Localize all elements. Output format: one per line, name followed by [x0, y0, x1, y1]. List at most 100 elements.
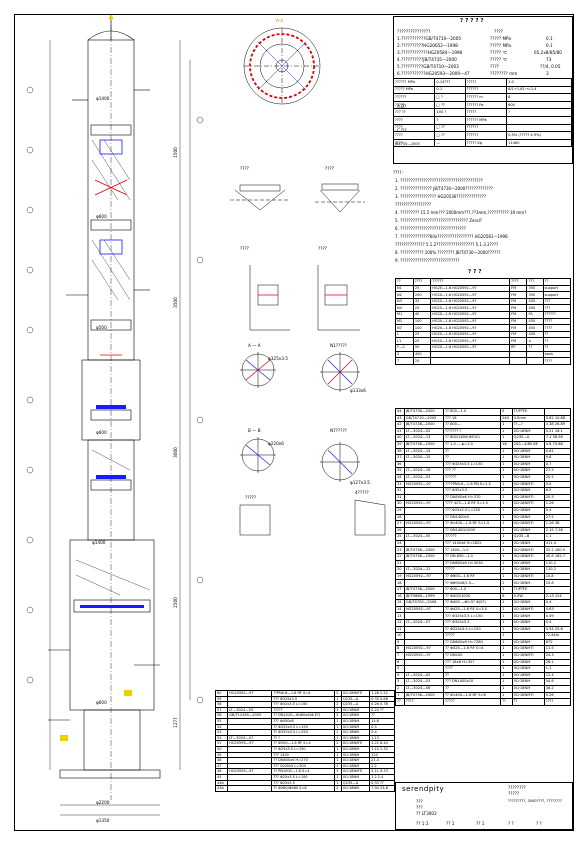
parts-right-row-cell: ??	[443, 684, 502, 693]
parts-right-row-cell: HG20592—97	[403, 500, 445, 508]
design-mid-row-cell: ??? ??	[392, 108, 436, 117]
parts-right-row-cell: 28.1	[543, 658, 572, 667]
parts-right-row-cell: LT—3024—13	[403, 434, 445, 442]
view-title-n1: N1?????	[330, 343, 347, 348]
height-dim-5: 1277	[172, 717, 178, 728]
note-line-2: 3. ????????????????? HG20536????????????…	[395, 194, 487, 199]
parts-right-row-cell: 1.26	[543, 500, 572, 508]
parts-right-row-cell: 5.5W	[511, 592, 545, 601]
parts-right-row-cell: ?? Φ600—1.6 RF	[443, 572, 502, 581]
note-line-5: 5. ???????????????????????????????? Zera…	[395, 218, 482, 223]
parts-right-row-cell: 8	[395, 645, 405, 653]
parts-left-row-cell: 43b	[214, 785, 229, 792]
parts-right-row-cell: 1	[500, 427, 513, 436]
parts-right-row-cell: 1	[500, 625, 513, 634]
nozzle-row-cell: ???	[542, 304, 572, 312]
nozzle-row-cell: HG20—1.6 HG20592—97	[430, 284, 511, 293]
parts-right-row-cell: ???? 425—1.6 RF S=1.5	[443, 500, 502, 508]
view-title-2: ????	[325, 166, 334, 171]
parts-right-row-cell: ?? Φ600x6/2.5—	[443, 579, 502, 588]
parts-right-row-cell: LT—3024—16	[403, 467, 445, 475]
parts-right-row-cell: ?? Φ325x3.5 L=150	[443, 625, 502, 634]
design-right-1-k: ????? MPa	[490, 43, 511, 48]
parts-right-row-cell: 0.63	[543, 605, 572, 614]
nozzle-row-cell: FM	[509, 304, 528, 312]
parts-right-row-cell: 1	[500, 671, 513, 680]
parts-right-row-cell: 0.4	[543, 506, 572, 515]
view-title-1: ????	[240, 166, 249, 171]
parts-right-row-cell	[403, 513, 445, 522]
nozzle-row-cell: L	[395, 330, 414, 339]
nozzle-row-cell: 40	[412, 310, 432, 319]
nozzle-row-cell: 25	[412, 330, 432, 339]
parts-right-row-cell: 110.2	[543, 566, 572, 574]
view-title-n7: N7?????	[330, 428, 347, 433]
design-mid-row-cell: ?	[506, 108, 572, 117]
parts-right-row-cell: 36	[395, 460, 405, 469]
design-mid-row-cell: ????	[392, 138, 436, 148]
nozzle-header-cell: ??	[395, 278, 414, 286]
parts-right-row-cell: 0Cr18Ni9Ti	[511, 605, 545, 614]
parts-right-row-cell: ????	[443, 665, 502, 673]
parts-right-row-cell: 1	[500, 638, 513, 647]
design-mid-row-cell: 0.5% (????? 4.9%)	[506, 131, 572, 140]
parts-right-row-cell	[543, 408, 572, 416]
height-dim-4: 2500	[172, 597, 178, 608]
design-right-2-v: 65.2x8/85/80	[534, 50, 562, 55]
nozzle-row-cell	[430, 350, 511, 359]
nozzle-row-cell: N4	[395, 304, 414, 312]
nozzle-row-cell: F—2	[395, 343, 414, 352]
parts-right-row-cell: 0Cr18Ni9Ti	[511, 546, 545, 555]
parts-right-row-cell: Q235—B	[511, 533, 545, 541]
parts-right-row-cell: 0Cr18Ni9	[511, 506, 545, 515]
nozzle-row-cell: 450	[526, 330, 544, 339]
parts-right-row-cell: 1	[500, 612, 513, 620]
parts-right-row-cell: 0Cr18Ni9	[511, 579, 545, 588]
parts-right-row-cell: Q235—A	[511, 434, 545, 442]
height-dim-2: 3500	[172, 297, 178, 308]
parts-right-row-cell: 30	[395, 500, 405, 508]
parts-right-row-cell: 27.5	[543, 513, 572, 522]
parts-right-row-cell: ??	[443, 671, 502, 680]
nozzle-row-cell: 100	[412, 324, 432, 332]
parts-right-row-cell: ??????	[443, 473, 502, 482]
design-mid-row-cell	[506, 115, 572, 125]
parts-right-row-cell: 9.8	[543, 454, 572, 462]
parts-right-row-cell: 4	[395, 671, 405, 680]
parts-right-row-cell: 1	[500, 559, 513, 568]
parts-right-row-cell: LT—3024—03	[403, 678, 445, 686]
tb-name-2: ???	[416, 805, 423, 810]
parts-right-row-cell: ?? 600—1.0	[443, 586, 502, 594]
note-line-9: 8. ??????????? 100% ???????? JB/T4730—20…	[395, 250, 501, 255]
nozzle-row-cell: support	[542, 284, 572, 293]
design-table-title: ? ? ? ? ?	[460, 18, 484, 24]
parts-right-row-cell	[403, 638, 445, 647]
nozzle-row-cell: N1	[395, 284, 414, 293]
parts-right-row-cell: ??? 18x6 H=327	[443, 658, 502, 667]
nozzle-row-cell: FM	[509, 324, 528, 332]
parts-right-row-cell: 10	[395, 632, 405, 640]
design-left-2: 2.??????????HG20652—1998	[397, 43, 458, 48]
parts-right-row-cell: ??/PTFE	[511, 408, 545, 416]
parts-right-row-cell: ??	[443, 454, 502, 462]
parts-right-row-cell: 1	[500, 553, 513, 561]
parts-right-row-cell	[403, 539, 445, 548]
parts-right-row-cell: HG20592—97	[403, 651, 445, 660]
parts-right-row-cell: 1	[500, 684, 513, 693]
parts-right-row-cell: 0Cr18Ni9	[511, 487, 545, 495]
nozzle-row-cell: T	[395, 357, 414, 365]
title-block: serendpity ???????? ????? ??? ??? ?? LT3…	[395, 782, 573, 830]
nozzle-row-cell: HG20—1.6 HG20592—97	[430, 304, 511, 312]
parts-right-row-cell: 0Cr18Ni9	[511, 539, 545, 548]
